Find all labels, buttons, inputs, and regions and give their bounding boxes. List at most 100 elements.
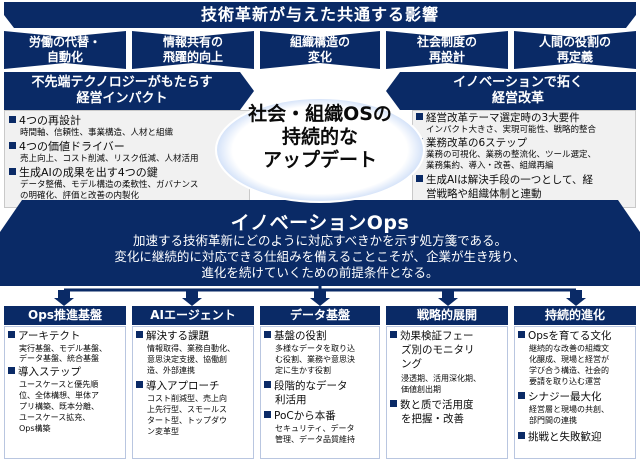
impact-pill-4: 社会制度の再設計 <box>386 31 508 69</box>
column-1-title: Ops推進基盤 <box>4 306 126 325</box>
bullet-square-icon <box>264 331 271 338</box>
col4-bullet-1-line2: ズ別のモニタリ <box>401 344 475 356</box>
bullet-square-icon <box>416 113 423 120</box>
bullet-square-icon <box>264 411 271 418</box>
column-2-title: AIエージェント <box>132 306 254 325</box>
ops-band-shape <box>0 200 640 286</box>
col2-bullet-2: 導入アプローチ <box>136 380 220 393</box>
col5-bullet-3-text: 挑戦と失敗歓迎 <box>528 431 602 443</box>
left-bullet-2-text: 4つの価値ドライバー <box>19 140 125 153</box>
column-4-title: 戦略的展開 <box>386 306 508 325</box>
left-content-box <box>4 110 250 208</box>
impact-pill-3: 組織構造の変化 <box>260 31 380 69</box>
top-banner-shape <box>4 2 636 28</box>
col2-sub-3: 造、外部連携 <box>147 366 195 375</box>
col4-bullet-1-line3: ング <box>401 358 422 370</box>
col1-sub-7: Ops構築 <box>19 424 51 433</box>
col1-bullet-1: アーキテクト <box>8 330 80 343</box>
bullet-square-icon <box>518 331 525 338</box>
col5-sub-6: 部門間の連携 <box>529 416 577 425</box>
col1-sub-5: プリ構築、既本分離、 <box>19 402 99 411</box>
col1-bullet-2: 導入ステップ <box>8 366 81 379</box>
right-bullet-3-line2: 営戦略や組織体制と連動 <box>426 188 542 200</box>
bullet-square-icon <box>416 175 423 182</box>
impact-pill-1-line1: 労働の代替・ <box>28 35 101 49</box>
left-bullet-3: 生成AIの成果を出す4つの鍵 <box>9 166 158 179</box>
col2-sub-4: コスト削減型、売上向 <box>147 394 227 403</box>
ops-desc-line2: 変化に継続的に対応できる仕組みを備えることこそが、企業が生き残り、 <box>114 249 526 264</box>
left-bullet-1-text: 4つの再設計 <box>19 114 81 127</box>
right-bullet-3-line1: 生成AIは解決手段の一つとして、経 <box>426 174 593 186</box>
impact-pill-3-line1: 組織構造の <box>289 35 350 49</box>
col5-sub-4: 要請を取り込む運営 <box>529 377 601 386</box>
right-bullet-2: 業務改革の6ステップ <box>416 137 527 150</box>
ops-desc-line3: 進化を続けていくための前提条件となる。 <box>201 265 439 280</box>
col4-bullet-1-line1: 効果検証フェー <box>400 330 474 342</box>
col3-bullet-2-line1: 段階的なデータ <box>274 380 348 392</box>
down-arrow-icon <box>310 290 330 306</box>
bullet-square-icon <box>9 142 16 149</box>
impact-pill-2: 情報共有の飛躍的向上 <box>132 31 254 69</box>
bullet-square-icon <box>390 331 397 338</box>
down-arrow-icon <box>182 290 202 306</box>
left-bullet-3-sub2: の明確化、評価と改善の内製化 <box>20 191 140 201</box>
col1-sub-1: 実行基盤、モデル基盤、 <box>19 344 107 353</box>
center-oval-shape <box>215 97 425 203</box>
column-4-box <box>386 326 508 459</box>
impact-pill-4-line1: 社会制度の <box>416 35 477 49</box>
impact-pill-5: 人間の役割の再定義 <box>514 31 636 69</box>
impact-pill-3-line2: 変化 <box>307 50 332 64</box>
top-banner: 技術革新が与えた共通する影響 <box>4 2 636 28</box>
left-bullet-3-text: 生成AIの成果を出す4つの鍵 <box>19 166 158 179</box>
col5-sub-3: 学び合う構造、社会的 <box>529 366 609 375</box>
impact-pill-1-line2: 自動化 <box>46 50 83 64</box>
left-title-line1: 不先端テクノロジーがもたらす <box>31 75 213 90</box>
col3-sub-1: 多様なデータを取り込 <box>275 344 355 353</box>
col5-sub-1: 継続的な改善の組織文 <box>529 344 609 353</box>
left-section-header-shape <box>4 72 254 110</box>
col5-bullet-1: Opsを育てる文化 <box>518 330 611 343</box>
left-title-line2: 経営インパクト <box>76 91 168 106</box>
column-5-box <box>514 326 636 459</box>
center-line3: アップデート <box>262 149 377 171</box>
left-bullet-2-sub: 売上向上、コスト削減、リスク低減、人材活用 <box>20 154 199 164</box>
column-5-title: 持続的進化 <box>514 306 636 325</box>
col1-sub-6: ユースケース拡充、 <box>19 413 91 422</box>
col1-bullet-2-text: 導入ステップ <box>18 366 81 378</box>
col4-bullet-1: 効果検証フェー <box>390 330 474 343</box>
col4-sub-2: 価値創出期 <box>401 385 441 394</box>
col5-bullet-1-text: Opsを育てる文化 <box>528 330 612 342</box>
right-bullet-3: 生成AIは解決手段の一つとして、経 <box>416 174 593 187</box>
col5-sub-2: 化醸成、現場と経営が <box>529 355 609 364</box>
right-section-title: イノベーションで拓く 経営改革 <box>400 75 636 107</box>
col3-bullet-1-text: 基盤の役割 <box>274 330 327 342</box>
impact-pill-2-line1: 情報共有の <box>162 35 223 49</box>
col3-bullet-1: 基盤の役割 <box>264 330 327 343</box>
right-bullet-1-sub: インパクト大きさ、実現可能性、戦略的整合 <box>426 125 597 135</box>
left-bullet-2: 4つの価値ドライバー <box>9 140 125 153</box>
col4-bullet-2: 数と质で活用度 <box>390 399 474 412</box>
left-bullet-1: 4つの再設計 <box>9 114 81 127</box>
bullet-square-icon <box>136 331 143 338</box>
col3-bullet-3-text: PoCから本番 <box>274 410 336 422</box>
column-3-title: データ基盤 <box>260 306 380 325</box>
right-bullet-2-sub1: 業務の可視化、業務の整流化、ツール選定、 <box>426 150 597 160</box>
bullet-square-icon <box>390 400 397 407</box>
right-bullet-1-text: 経営改革テーマ選定時の3大要件 <box>426 112 580 124</box>
col5-bullet-2-text: シナジー最大化 <box>528 391 602 403</box>
bullet-square-icon <box>518 432 525 439</box>
col3-bullet-2-line2: 利活用 <box>275 394 307 406</box>
col3-bullet-3: PoCから本番 <box>264 410 336 423</box>
bullet-square-icon <box>9 116 16 123</box>
bullet-square-icon <box>518 392 525 399</box>
connector-arrows <box>54 284 586 306</box>
right-bullet-1: 経営改革テーマ選定時の3大要件 <box>416 112 580 125</box>
col2-sub-6: タート型、トップダウ <box>147 416 227 425</box>
right-bullet-2-text: 業務改革の6ステップ <box>426 137 528 149</box>
col3-bullet-2: 段階的なデータ <box>264 380 348 393</box>
col1-sub-3: ユースケースと優先順 <box>19 380 99 389</box>
col4-sub-1: 浸透期、活用深化期、 <box>401 374 481 383</box>
top-banner-title: 技術革新が与えた共通する影響 <box>200 5 439 24</box>
col2-bullet-1-text: 解決する課題 <box>146 330 209 342</box>
impact-pill-4-line2: 再設計 <box>428 50 465 64</box>
